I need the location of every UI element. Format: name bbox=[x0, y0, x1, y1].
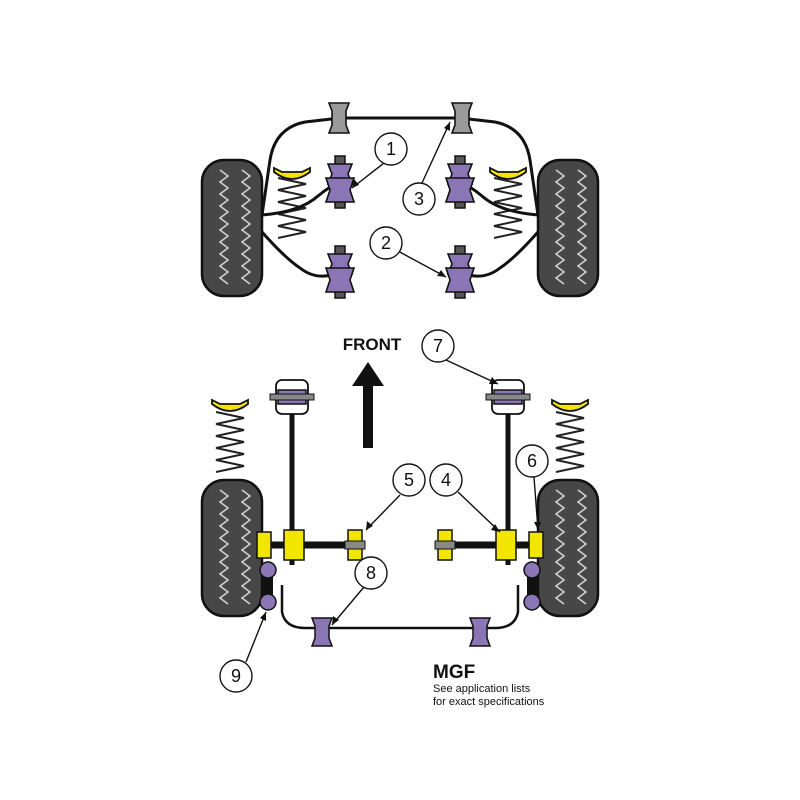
model-title: MGF bbox=[433, 662, 475, 683]
callout-1-number: 1 bbox=[386, 139, 396, 159]
callout-4-circle bbox=[429, 463, 463, 497]
rear-left-top-mount bbox=[211, 399, 249, 412]
rear-right-tyre bbox=[536, 478, 600, 618]
lower-arm-inner-bush-right bbox=[434, 529, 456, 561]
callout-9-leader bbox=[245, 611, 267, 663]
front-direction-indicator: FRONT bbox=[343, 335, 402, 448]
callout-7-circle bbox=[421, 329, 455, 363]
callout-3-circle bbox=[402, 182, 436, 216]
callout-2-circle bbox=[369, 226, 403, 260]
caption: MGF See application lists for exact spec… bbox=[433, 662, 545, 708]
rear-arb-bush-left bbox=[310, 617, 334, 647]
front-wishbone-bush-upper-right bbox=[445, 155, 475, 209]
front-right-tyre bbox=[536, 158, 600, 298]
lower-arm-inner-bush-left bbox=[344, 529, 366, 561]
front-wishbone-bush-upper-left bbox=[325, 155, 355, 209]
callout-4-number: 4 bbox=[441, 470, 451, 490]
callout-8-circle bbox=[354, 556, 388, 590]
callout-9-circle bbox=[219, 659, 253, 693]
callout-3-number: 3 bbox=[414, 189, 424, 209]
rear-left-tyre bbox=[200, 478, 264, 618]
callout-numbers: 1 2 3 4 5 6 7 8 9 bbox=[231, 139, 537, 686]
front-arrow bbox=[352, 362, 384, 448]
callout-9-number: 9 bbox=[231, 666, 241, 686]
callout-7-leader bbox=[445, 359, 499, 385]
callout-7-number: 7 bbox=[433, 336, 443, 356]
callout-1-circle bbox=[374, 132, 408, 166]
callout-5-number: 5 bbox=[404, 470, 414, 490]
callout-5-leader bbox=[365, 494, 401, 531]
front-left-wishbone bbox=[260, 231, 341, 278]
callout-3-leader bbox=[421, 121, 451, 184]
front-anti-roll-bar bbox=[260, 116, 540, 216]
callout-2-leader bbox=[395, 249, 447, 278]
tie-bar-front-bush-right bbox=[485, 379, 531, 415]
note-line-2: for exact specifications bbox=[433, 696, 545, 708]
rear-left-spring bbox=[215, 411, 245, 473]
front-right-spring bbox=[493, 177, 523, 239]
front-left-spring bbox=[277, 177, 307, 239]
callout-8-number: 8 bbox=[366, 563, 376, 583]
callout-6-leader bbox=[533, 476, 539, 531]
front-wishbone-bush-lower-left bbox=[325, 245, 355, 299]
callout-5-circle bbox=[392, 463, 426, 497]
front-label: FRONT bbox=[343, 335, 402, 354]
callout-6-number: 6 bbox=[527, 451, 537, 471]
rear-suspension bbox=[200, 379, 600, 647]
arb-bush-left bbox=[327, 102, 351, 134]
rear-right-drop-link bbox=[523, 561, 541, 611]
rear-right-hub-bracket bbox=[495, 529, 544, 561]
callouts bbox=[219, 121, 549, 693]
rear-right-top-mount bbox=[551, 399, 589, 412]
callout-2-number: 2 bbox=[381, 233, 391, 253]
front-left-tyre bbox=[200, 158, 264, 298]
rear-right-spring bbox=[555, 411, 585, 473]
front-right-wishbone bbox=[459, 231, 540, 278]
front-suspension bbox=[200, 102, 600, 299]
note-line-1: See application lists bbox=[433, 683, 531, 695]
rear-left-drop-link bbox=[259, 561, 277, 611]
rear-left-hub-bracket bbox=[256, 529, 305, 561]
arb-bush-right bbox=[450, 102, 474, 134]
callout-4-leader bbox=[457, 491, 501, 533]
rear-arb-bush-right bbox=[468, 617, 492, 647]
callout-8-leader bbox=[331, 586, 365, 626]
front-wishbone-bush-lower-right bbox=[445, 245, 475, 299]
callout-6-circle bbox=[515, 444, 549, 478]
rear-anti-roll-bar bbox=[280, 585, 520, 630]
tie-bar-front-bush-left bbox=[269, 379, 315, 415]
